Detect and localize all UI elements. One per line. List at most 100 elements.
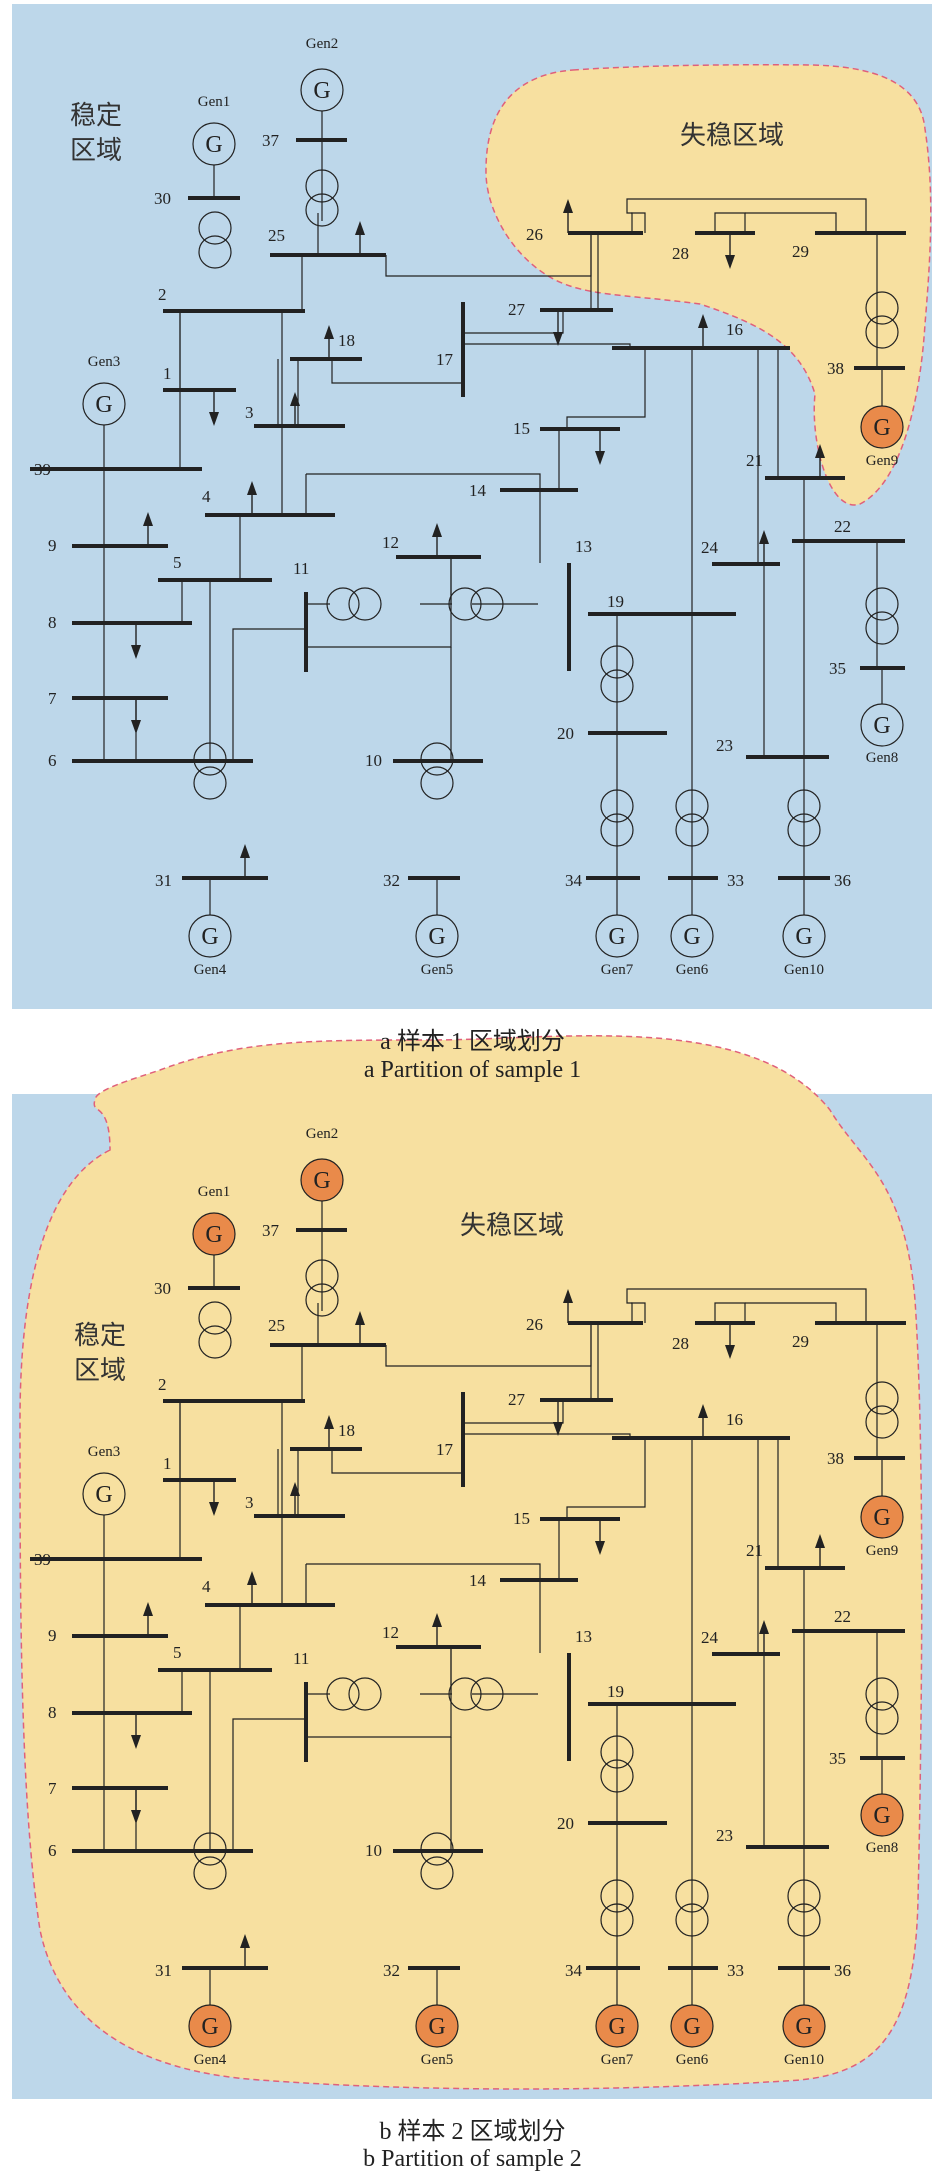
bus-label-33: 33 [727, 1961, 744, 1980]
load-arrow-icon [247, 481, 257, 515]
bus-label-31: 31 [155, 871, 172, 890]
load-arrow-icon [209, 390, 219, 426]
load-arrow-icon [131, 698, 141, 734]
load-arrowhead [355, 221, 365, 235]
branch-line [232, 1718, 306, 1851]
generator-label: Gen7 [601, 2052, 634, 2068]
generator-symbol: G [95, 392, 112, 418]
load-arrow-icon [759, 530, 769, 564]
transformer-coil [600, 1879, 634, 1913]
bus-label-1: 1 [163, 1454, 172, 1473]
transformer-coil [448, 1677, 482, 1711]
unstable-area [19, 1035, 923, 2090]
transformer-coil [420, 766, 454, 800]
bus-label-20: 20 [557, 724, 574, 743]
load-arrow-icon [595, 1519, 605, 1555]
unstable-region-label: 失稳区域 [460, 1211, 564, 1241]
branch-line [626, 198, 867, 233]
bus-label-36: 36 [834, 871, 851, 890]
bus-label-26: 26 [526, 225, 543, 244]
bus-label-15: 15 [513, 1509, 530, 1528]
generator-label: Gen8 [866, 750, 899, 766]
transformer-icon [865, 1677, 899, 1735]
bus-label-21: 21 [746, 451, 763, 470]
generator-symbol: G [205, 132, 222, 158]
transformer-coil [600, 813, 634, 847]
bus-label-17: 17 [436, 1440, 454, 1459]
load-arrow-icon [698, 1404, 708, 1438]
generator-symbol: G [873, 1803, 890, 1829]
bus-label-28: 28 [672, 244, 689, 263]
bus-label-34: 34 [565, 1961, 583, 1980]
load-arrowhead [355, 1311, 365, 1325]
load-arrowhead [432, 523, 442, 537]
bus-label-2: 2 [158, 285, 167, 304]
transformer-icon [865, 291, 899, 349]
generator-symbol: G [873, 415, 890, 441]
branch-line [232, 628, 306, 761]
generator-symbol: G [428, 2014, 445, 2040]
bus-label-19: 19 [607, 1682, 624, 1701]
bus-label-35: 35 [829, 659, 846, 678]
transformer-coil [326, 1677, 360, 1711]
generator-icon [860, 1793, 904, 1837]
bus-label-3: 3 [245, 403, 254, 422]
bus-label-8: 8 [48, 613, 57, 632]
bus-label-3: 3 [245, 1493, 254, 1512]
bus-label-5: 5 [173, 553, 182, 572]
load-arrow-icon [698, 314, 708, 348]
transformer-coil [675, 1903, 709, 1937]
caption-a-chinese: a 样本 1 区域划分 [380, 1029, 565, 1055]
bus-label-13: 13 [575, 537, 592, 556]
generator-icon [188, 2004, 232, 2048]
load-arrowhead [131, 720, 141, 734]
unstable-region-label: 失稳区域 [680, 121, 784, 151]
load-arrowhead [209, 412, 219, 426]
bus-label-29: 29 [792, 242, 809, 261]
generator-label: Gen4 [194, 2052, 227, 2068]
generator-label: Gen5 [421, 962, 454, 978]
bus-label-36: 36 [834, 1961, 851, 1980]
bus-label-10: 10 [365, 1841, 382, 1860]
bus-label-14: 14 [469, 1571, 487, 1590]
load-arrow-icon [725, 1323, 735, 1359]
branch-line [714, 212, 746, 233]
load-arrowhead [563, 1289, 573, 1303]
branch-line [714, 1302, 746, 1323]
load-arrowhead [143, 512, 153, 526]
generator-label: Gen10 [784, 962, 824, 978]
load-arrowhead [131, 1735, 141, 1749]
load-arrow-icon [240, 1934, 250, 1968]
load-arrowhead [143, 1602, 153, 1616]
load-arrow-icon [131, 1713, 141, 1749]
transformer-icon [448, 1677, 504, 1711]
transformer-icon [865, 587, 899, 645]
load-arrow-icon [290, 1482, 300, 1516]
generator-icon [860, 1495, 904, 1539]
generator-symbol: G [428, 924, 445, 950]
load-arrow-icon [553, 310, 563, 346]
transformer-coil [470, 1677, 504, 1711]
bus-label-32: 32 [383, 871, 400, 890]
load-arrow-icon [759, 1620, 769, 1654]
transformer-icon [787, 1879, 821, 1937]
load-arrowhead [247, 1571, 257, 1585]
load-arrowhead [595, 451, 605, 465]
generator-icon [782, 914, 826, 958]
load-arrowhead [595, 1541, 605, 1555]
transformer-coil [865, 1677, 899, 1711]
transformer-coil [193, 766, 227, 800]
transformer-coil [193, 1856, 227, 1890]
transformer-icon [448, 587, 504, 621]
generator-label: Gen2 [306, 1126, 339, 1142]
generator-symbol: G [683, 924, 700, 950]
bus-label-18: 18 [338, 1421, 355, 1440]
transformer-coil [865, 587, 899, 621]
bus-label-22: 22 [834, 1607, 851, 1626]
